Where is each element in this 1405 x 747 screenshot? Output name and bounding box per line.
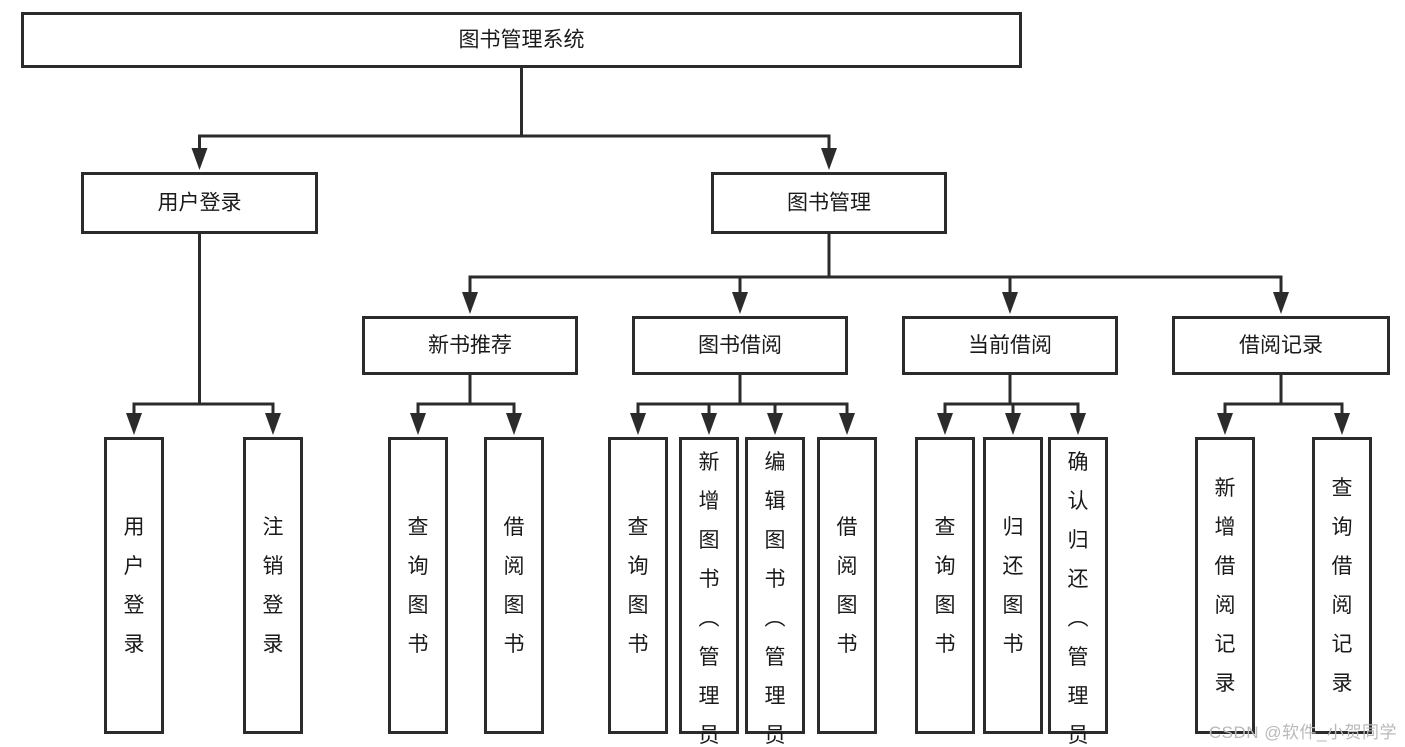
- node-label: 当前借阅: [968, 334, 1052, 357]
- node-box[interactable]: [104, 437, 164, 734]
- connector-group-newrec: [410, 373, 522, 435]
- node-bookmgr[interactable]: 图书管理: [711, 172, 947, 234]
- node-l9[interactable]: 查询图书: [915, 437, 975, 734]
- node-newrec[interactable]: 新书推荐: [362, 316, 578, 375]
- node-label: 归还图书: [1003, 516, 1024, 656]
- arrowhead: [506, 413, 522, 435]
- node-box[interactable]: [388, 437, 448, 734]
- node-label: 新增借阅记录: [1215, 477, 1236, 695]
- node-current[interactable]: 当前借阅: [902, 316, 1118, 375]
- arrowhead: [1070, 413, 1086, 435]
- watermark-label: CSDN @软件_小贺同学: [1208, 723, 1397, 742]
- arrowhead: [821, 148, 837, 170]
- node-label: 借阅图书: [504, 516, 525, 656]
- node-label: 图书借阅: [698, 334, 782, 357]
- arrowhead: [1273, 292, 1289, 314]
- node-box[interactable]: [243, 437, 303, 734]
- node-box[interactable]: [915, 437, 975, 734]
- node-label: 借阅记录: [1239, 334, 1323, 357]
- arrowhead: [937, 413, 953, 435]
- node-box[interactable]: [484, 437, 544, 734]
- arrowhead: [265, 413, 281, 435]
- connector-group-login: [126, 232, 281, 435]
- node-box[interactable]: [1172, 316, 1390, 375]
- connector-group-current: [937, 373, 1086, 435]
- node-label: 新增图书︵管理员︶: [699, 451, 720, 747]
- connector-group-bookmgr: [462, 232, 1289, 314]
- node-layer: 图书管理系统用户登录图书管理新书推荐图书借阅当前借阅借阅记录用户登录注销登录查询…: [21, 12, 1390, 747]
- node-box[interactable]: [632, 316, 848, 375]
- node-l3[interactable]: 查询图书: [388, 437, 448, 734]
- node-box[interactable]: [711, 172, 947, 234]
- node-box[interactable]: [608, 437, 668, 734]
- node-l6[interactable]: 新增图书︵管理员︶: [679, 437, 739, 747]
- arrowhead: [1334, 413, 1350, 435]
- connector-group-root: [191, 66, 837, 170]
- node-label: 查询图书: [408, 516, 429, 656]
- arrowhead: [1005, 413, 1021, 435]
- arrowhead: [1217, 413, 1233, 435]
- arrowhead: [630, 413, 646, 435]
- node-l12[interactable]: 新增借阅记录: [1195, 437, 1255, 734]
- arrowhead: [767, 413, 783, 435]
- node-label: 新书推荐: [428, 334, 512, 357]
- node-label: 图书管理系统: [459, 29, 585, 52]
- node-box[interactable]: [745, 437, 805, 734]
- node-box[interactable]: [362, 316, 578, 375]
- node-root[interactable]: 图书管理系统: [21, 12, 1022, 68]
- node-label: 查询借阅记录: [1332, 477, 1353, 695]
- node-l11[interactable]: 确认归还︵管理员︶: [1048, 437, 1108, 747]
- connector-layer: [126, 66, 1350, 435]
- node-box[interactable]: [983, 437, 1043, 734]
- node-label: 用户登录: [158, 192, 242, 215]
- arrowhead: [191, 148, 208, 170]
- node-label: 用户登录: [124, 516, 145, 656]
- node-l13[interactable]: 查询借阅记录: [1312, 437, 1372, 734]
- node-l2[interactable]: 注销登录: [243, 437, 303, 734]
- arrowhead: [1002, 292, 1018, 314]
- node-box[interactable]: [1312, 437, 1372, 734]
- node-l4[interactable]: 借阅图书: [484, 437, 544, 734]
- node-records[interactable]: 借阅记录: [1172, 316, 1390, 375]
- arrowhead: [701, 413, 717, 435]
- connector-group-records: [1217, 373, 1350, 435]
- node-l7[interactable]: 编辑图书︵管理员︶: [745, 437, 805, 747]
- node-label: 查询图书: [628, 516, 649, 656]
- node-label: 借阅图书: [837, 516, 858, 656]
- node-borrow[interactable]: 图书借阅: [632, 316, 848, 375]
- node-box[interactable]: [21, 12, 1022, 68]
- node-login[interactable]: 用户登录: [81, 172, 318, 234]
- arrowhead: [732, 292, 748, 314]
- arrowhead: [126, 413, 142, 435]
- arrowhead: [462, 292, 478, 314]
- node-label: 查询图书: [935, 516, 956, 656]
- node-label: 图书管理: [787, 192, 871, 215]
- node-label: 注销登录: [263, 516, 284, 656]
- node-box[interactable]: [902, 316, 1118, 375]
- node-l1[interactable]: 用户登录: [104, 437, 164, 734]
- node-l10[interactable]: 归还图书: [983, 437, 1043, 734]
- arrowhead: [839, 413, 855, 435]
- node-box[interactable]: [817, 437, 877, 734]
- node-box[interactable]: [1048, 437, 1108, 734]
- arrowhead: [410, 413, 426, 435]
- node-box[interactable]: [679, 437, 739, 734]
- connector-group-borrow: [630, 373, 855, 435]
- node-l8[interactable]: 借阅图书: [817, 437, 877, 734]
- node-label: 编辑图书︵管理员︶: [765, 451, 786, 747]
- node-label: 确认归还︵管理员︶: [1068, 451, 1089, 747]
- node-l5[interactable]: 查询图书: [608, 437, 668, 734]
- node-box[interactable]: [1195, 437, 1255, 734]
- node-box[interactable]: [81, 172, 318, 234]
